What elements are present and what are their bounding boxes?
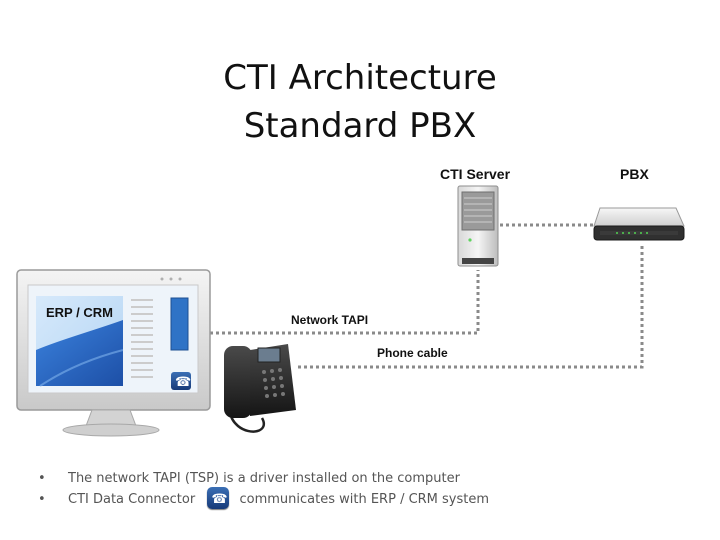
cti-data-connector-icon [207, 487, 230, 510]
note-item: • The network TAPI (TSP) is a driver ins… [38, 468, 489, 489]
desk-phone-icon [224, 344, 296, 433]
notes-list: • The network TAPI (TSP) is a driver ins… [38, 468, 489, 510]
bullet-marker: • [38, 471, 46, 486]
label-phone-cable: Phone cable [377, 346, 448, 360]
title-line-1: CTI Architecture [223, 58, 497, 98]
label-pbx: PBX [620, 166, 649, 182]
note-item: • CTI Data Connector communicates with E… [38, 487, 490, 510]
note-text-after-icon: communicates with ERP / CRM system [239, 492, 490, 507]
label-network-tapi: Network TAPI [291, 313, 369, 327]
svg-text:☎: ☎ [175, 375, 191, 390]
note-text: The network TAPI (TSP) is a driver insta… [68, 471, 460, 486]
bullet-marker: • [38, 492, 46, 507]
computer-monitor-icon: ☎ [16, 269, 211, 437]
connection-phone-cable [298, 244, 644, 369]
label-cti-server: CTI Server [440, 166, 511, 182]
cti-server-icon [457, 185, 499, 267]
title-line-2: Standard PBX [243, 106, 477, 146]
pbx-device-icon [593, 207, 685, 241]
note-text-before-icon: CTI Data Connector [68, 492, 196, 507]
label-erp-crm: ERP / CRM [46, 305, 113, 320]
